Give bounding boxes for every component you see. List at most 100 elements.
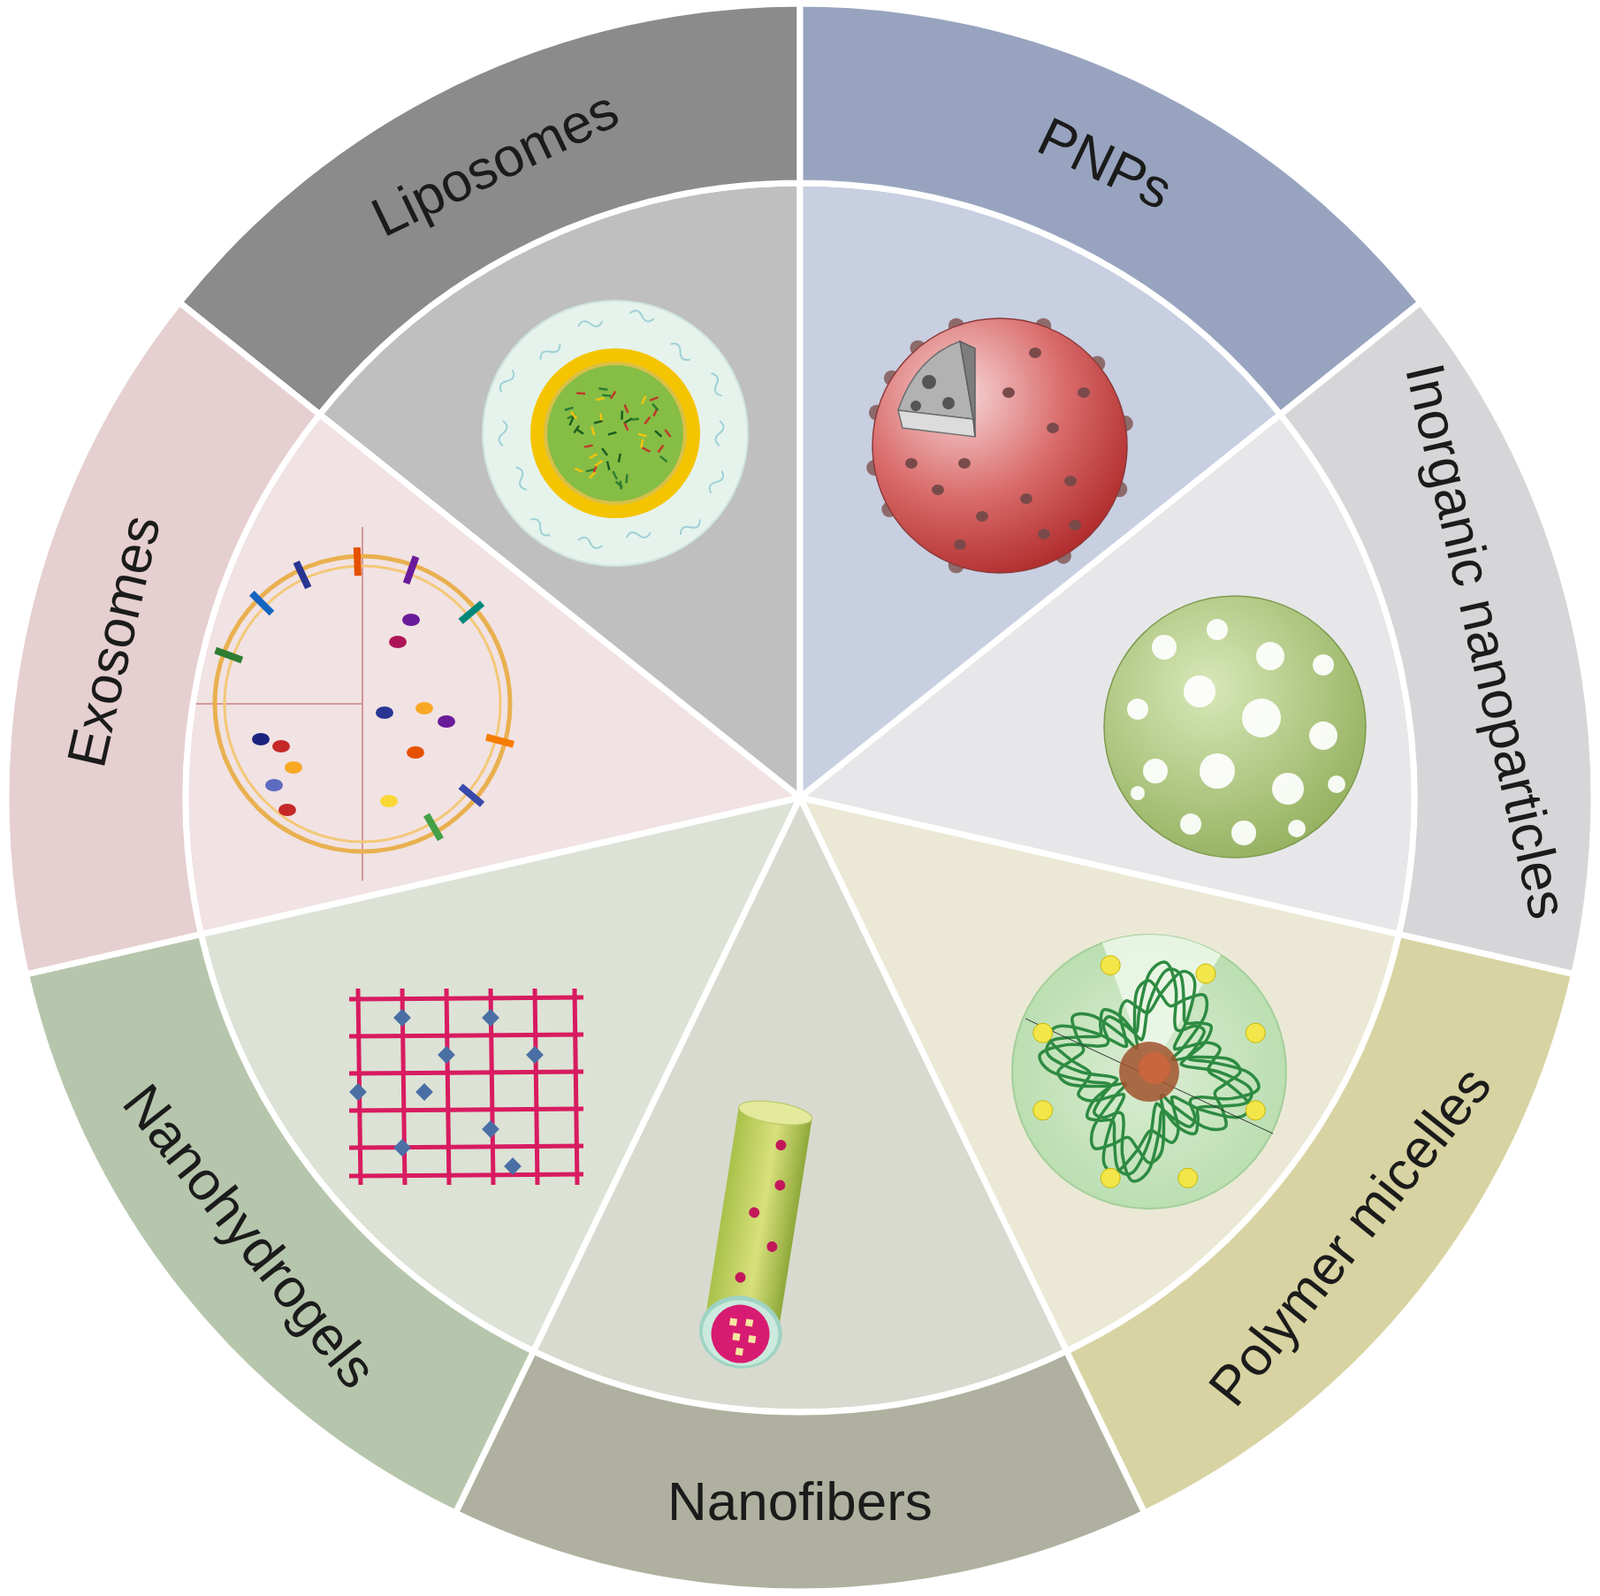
liposome-squiggles	[577, 317, 603, 331]
band-shape	[179, 3, 800, 415]
exosome-proteins	[213, 547, 515, 841]
pnp-dots	[958, 457, 971, 469]
liposome-core	[624, 404, 628, 413]
pnp-dots	[1046, 422, 1060, 434]
inorganic-pores	[1312, 654, 1334, 676]
liposome-core	[612, 471, 618, 480]
pnp-dots	[953, 539, 967, 550]
pnp-figure	[960, 341, 976, 437]
liposome-squiggles	[527, 516, 553, 538]
hydrogel-figure	[349, 1082, 367, 1101]
band-shape	[1280, 302, 1594, 975]
pnp-dots	[1020, 493, 1033, 504]
nanofiber-figure	[697, 1294, 784, 1372]
pnp-figure	[942, 396, 955, 410]
inorganic-pores	[1272, 772, 1304, 805]
exosome-cargo	[437, 715, 456, 728]
exosome-proteins	[353, 547, 362, 576]
inorganic-pores	[1327, 775, 1346, 793]
liposome-core	[601, 448, 608, 456]
liposome-squiggles	[668, 340, 694, 362]
hydrogel-figure	[349, 997, 584, 999]
liposome-squiggles	[678, 516, 703, 538]
hydrogel-figure	[393, 1138, 412, 1157]
liposome-squiggles	[499, 420, 508, 446]
exosome-figure	[185, 702, 363, 705]
liposome-squiggles	[512, 465, 531, 492]
hydrogel-figure	[393, 1008, 412, 1027]
liposome-squiggles	[716, 420, 724, 446]
micelle-chains	[1039, 961, 1259, 1181]
pnp-dots	[1002, 387, 1015, 398]
liposome-figure	[482, 300, 748, 566]
liposome-core	[591, 426, 595, 436]
nanofiber-figure	[774, 1179, 787, 1192]
hydrogel-figure	[349, 988, 584, 1185]
liposome-core	[649, 396, 658, 401]
liposome-figure	[547, 365, 684, 502]
pnp-figure	[910, 400, 922, 412]
exosome-proteins	[403, 555, 420, 585]
exosome-proteins	[213, 647, 244, 663]
hydrogel-figure	[349, 1071, 584, 1074]
liposome-core	[640, 439, 643, 449]
nanofiber-figure	[693, 1289, 788, 1375]
liposome-squiggles	[497, 367, 516, 394]
liposome-figure	[482, 300, 748, 566]
inorganic-pores	[1287, 819, 1306, 838]
hydrogel-figure	[574, 988, 578, 1185]
band-shape	[1066, 934, 1575, 1513]
exosome-proteins	[293, 560, 313, 589]
inorganic-pores	[1180, 813, 1202, 835]
micelle-heads	[1178, 1167, 1198, 1188]
hydrogel-figure	[481, 1120, 500, 1138]
hydrogel-figure	[349, 1034, 584, 1037]
liposome-core	[664, 429, 671, 437]
nanofiber-figure	[707, 1300, 775, 1368]
pnp-dots	[1068, 519, 1082, 531]
sector-label: Liposomes	[362, 78, 628, 249]
pnp-dots	[1064, 475, 1077, 487]
micelle-heads	[1196, 963, 1216, 983]
micelle-heads	[1100, 955, 1120, 976]
liposome-core	[660, 456, 668, 462]
liposome-figure	[543, 361, 687, 505]
liposome-core	[625, 473, 627, 483]
exosome-figure	[214, 556, 511, 852]
pnp-dots	[905, 457, 918, 469]
liposome-core	[564, 388, 671, 490]
liposome-core	[618, 453, 621, 463]
exosome-cargo	[251, 732, 270, 746]
liposome-core	[610, 391, 617, 399]
hydrogel-figure	[437, 1045, 456, 1064]
band-shape	[800, 3, 1421, 415]
micelle-figure	[1119, 1041, 1180, 1102]
inorganic-pores	[1183, 675, 1216, 708]
liposome-squiggles	[707, 371, 725, 397]
micelle-chains	[1039, 961, 1259, 1181]
inorganic-pores	[1309, 721, 1338, 750]
liposome-core	[594, 420, 603, 423]
exosome-cargo	[380, 794, 398, 808]
micelle-heads	[1033, 955, 1266, 1189]
exosome-cargo	[284, 761, 303, 774]
liposome-core	[616, 481, 623, 488]
hydrogel-figure	[349, 1108, 584, 1111]
liposome-core	[641, 396, 646, 404]
liposome-core	[601, 395, 611, 397]
exosome-cargo	[415, 701, 434, 715]
liposome-core	[624, 422, 628, 431]
hydrogel-figure	[503, 1157, 522, 1175]
liposome-core	[584, 445, 594, 448]
sector-label: Inorganic nanoparticles	[1394, 358, 1579, 924]
pnp-dots	[1028, 347, 1042, 359]
